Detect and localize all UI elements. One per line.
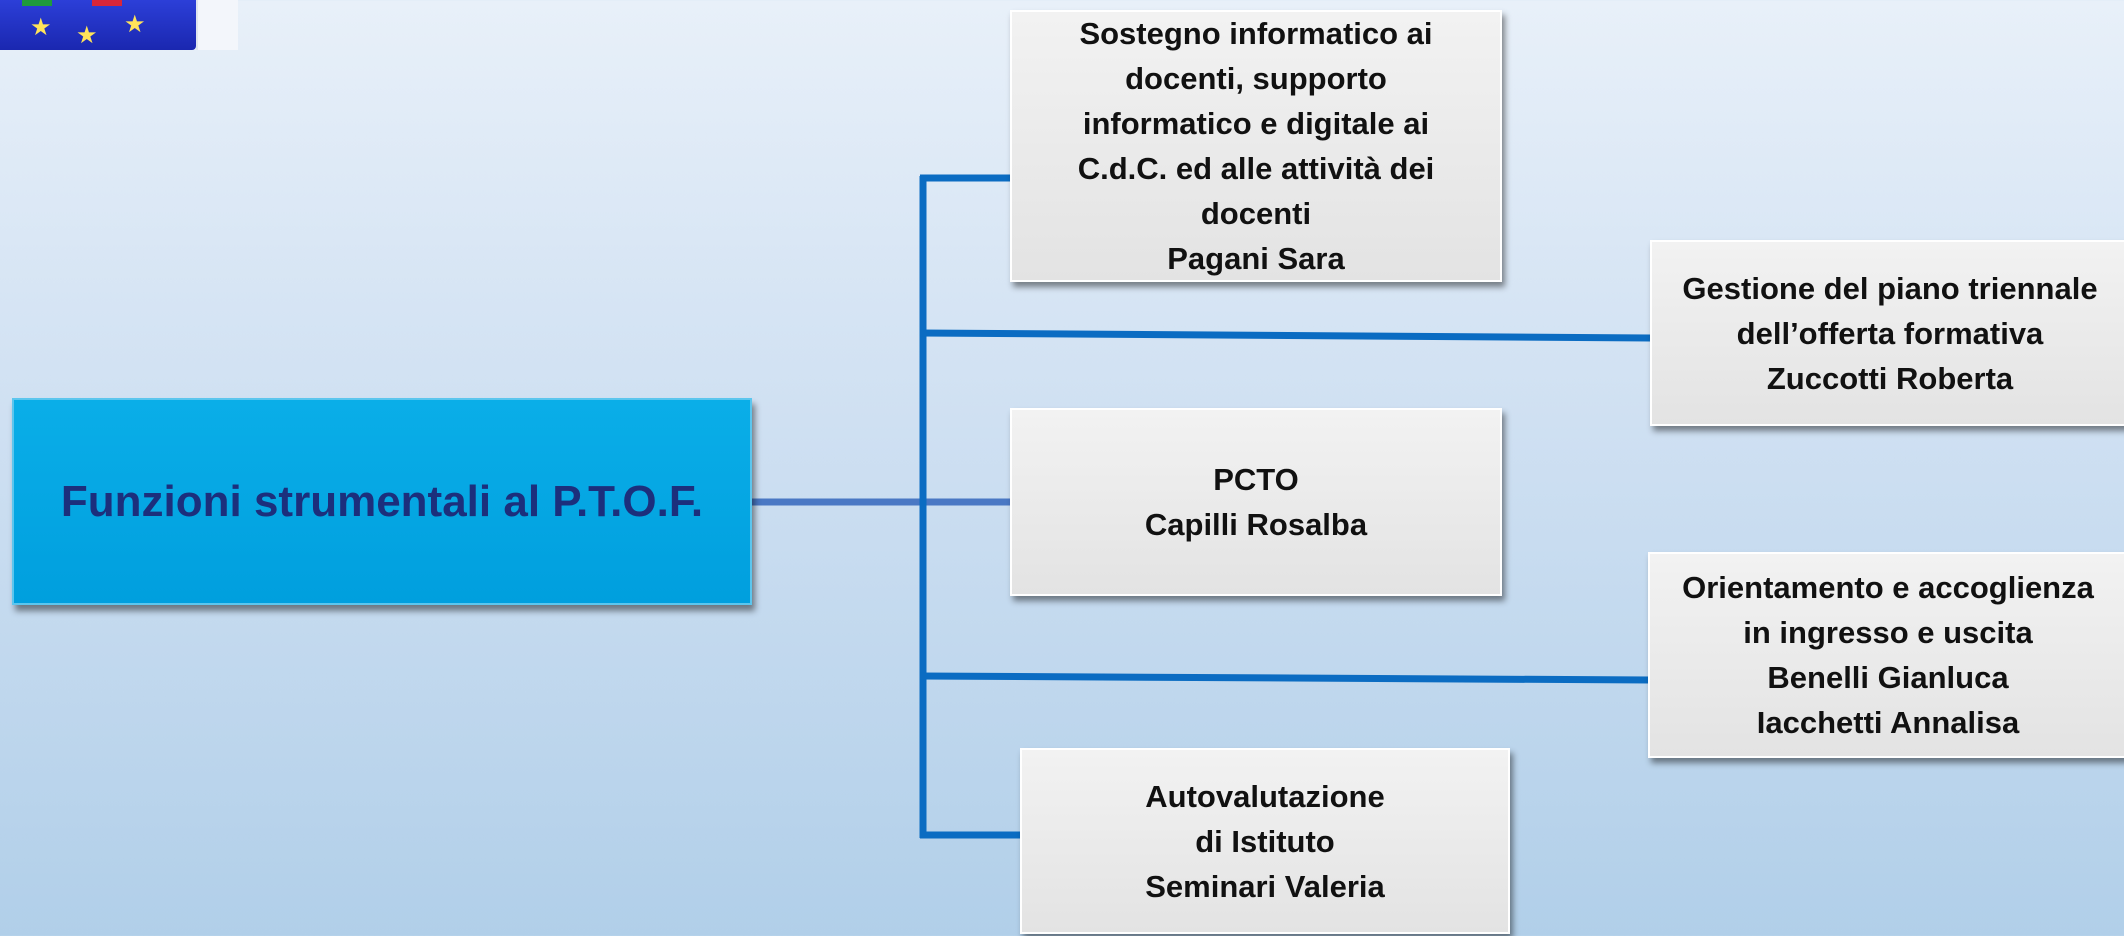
node-line: di Istituto (1195, 823, 1335, 859)
school-logo: ★ ★ ★ (0, 0, 238, 56)
node-person: Seminari Valeria (1145, 868, 1385, 904)
node-line: informatico e digitale ai (1082, 106, 1430, 141)
logo-green-stripe (22, 0, 52, 6)
node-line: C.d.C. ed alle attività dei (1077, 151, 1435, 186)
node-line: dell’offerta formativa (1736, 315, 2044, 351)
node-ptof: Gestione del piano triennale dell’offert… (1650, 240, 2124, 426)
star-icon: ★ (124, 11, 146, 38)
node-line: docenti (1200, 196, 1312, 231)
eu-flag-graphic: ★ ★ ★ (0, 0, 196, 50)
node-autovalutazione: Autovalutazione di Istituto Seminari Val… (1020, 748, 1510, 934)
node-person: Benelli Gianluca (1767, 660, 2009, 695)
node-line: Sostegno informatico ai (1079, 16, 1433, 51)
root-node: Funzioni strumentali al P.T.O.F. (12, 398, 752, 605)
node-person: Pagani Sara (1167, 241, 1345, 276)
node-line: Gestione del piano triennale (1682, 270, 2098, 306)
logo-tab (196, 0, 238, 50)
star-icon: ★ (30, 14, 52, 41)
node-line: PCTO (1213, 462, 1299, 497)
branch-ptof (919, 329, 1651, 342)
root-label: Funzioni strumentali al P.T.O.F. (60, 476, 704, 526)
node-orientamento: Orientamento e accoglienza in ingresso e… (1648, 552, 2124, 758)
node-line: Orientamento e accoglienza (1682, 570, 2094, 605)
node-line: in ingresso e uscita (1743, 615, 2033, 650)
logo-red-stripe (92, 0, 122, 6)
star-icon: ★ (76, 22, 98, 49)
node-person: Zuccotti Roberta (1766, 360, 2014, 396)
node-sostegno: Sostegno informatico ai docenti, support… (1010, 10, 1502, 282)
node-line: Autovalutazione (1145, 778, 1385, 814)
node-pcto: PCTO Capilli Rosalba (1010, 408, 1502, 596)
node-line: docenti, supporto (1125, 61, 1387, 96)
node-person: Iacchetti Annalisa (1756, 705, 2020, 740)
node-person: Capilli Rosalba (1144, 507, 1368, 542)
branch-orientamento (919, 672, 1651, 684)
